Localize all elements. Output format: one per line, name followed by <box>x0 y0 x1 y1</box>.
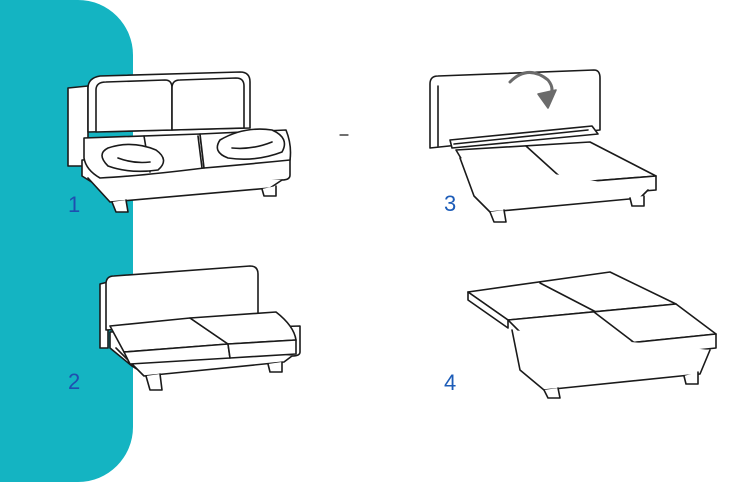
sofa-backrest-folding-icon <box>429 69 657 223</box>
sofa-cushions-removed-icon <box>99 265 301 391</box>
sofa-folded-icon <box>67 71 292 213</box>
step-number-1: 1 <box>68 192 81 217</box>
sofa-bed-unfolded-icon <box>467 271 717 399</box>
step-number-3: 3 <box>444 191 457 216</box>
step-number-2: 2 <box>68 369 81 394</box>
step-number-4: 4 <box>444 370 457 395</box>
